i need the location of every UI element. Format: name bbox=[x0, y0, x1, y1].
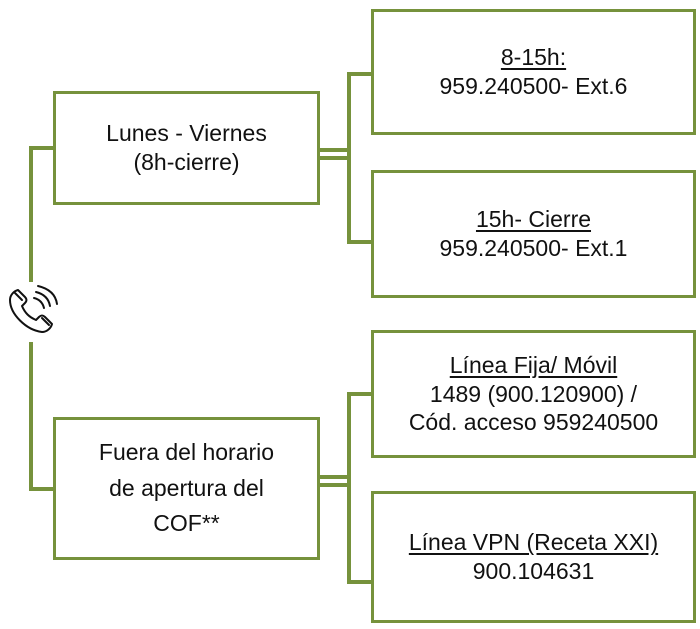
landline-access-code: Cód. acceso 959240500 bbox=[408, 409, 659, 436]
vpn-title: Línea VPN (Receta XXI) bbox=[408, 529, 659, 556]
morning-shift-title: 8-15h: bbox=[500, 44, 567, 71]
morning-shift-phone: 959.240500- Ext.6 bbox=[439, 73, 628, 99]
after-hours-line-3: COF** bbox=[153, 510, 220, 537]
after-hours-line-2: de apertura del bbox=[109, 474, 264, 501]
vpn-phone: 900.104631 bbox=[472, 558, 595, 584]
after-hours-box: Fuera del horario de apertura del COF** bbox=[53, 417, 320, 560]
after-hours-line-1: Fuera del horario bbox=[98, 439, 275, 466]
landline-title: Línea Fija/ Móvil bbox=[449, 351, 618, 378]
connector-afterhours-branch bbox=[347, 392, 371, 584]
afternoon-shift-phone: 959.240500- Ext.1 bbox=[439, 235, 628, 261]
connector-phone-weekday bbox=[29, 146, 53, 282]
vpn-box: Línea VPN (Receta XXI) 900.104631 bbox=[371, 491, 696, 623]
connector-weekday-branch bbox=[347, 72, 371, 244]
weekday-hours: (8h-cierre) bbox=[133, 149, 240, 175]
weekday-box: Lunes - Viernes (8h-cierre) bbox=[53, 91, 320, 205]
connector-phone-afterhours bbox=[29, 342, 53, 491]
afternoon-shift-box: 15h- Cierre 959.240500- Ext.1 bbox=[371, 170, 696, 298]
landline-number: 1489 (900.120900) / bbox=[429, 380, 638, 407]
landline-box: Línea Fija/ Móvil 1489 (900.120900) / Có… bbox=[371, 330, 696, 458]
morning-shift-box: 8-15h: 959.240500- Ext.6 bbox=[371, 9, 696, 135]
weekday-days: Lunes - Viernes bbox=[106, 120, 267, 147]
phone-ringing-icon bbox=[9, 285, 58, 333]
afternoon-shift-title: 15h- Cierre bbox=[475, 206, 592, 233]
